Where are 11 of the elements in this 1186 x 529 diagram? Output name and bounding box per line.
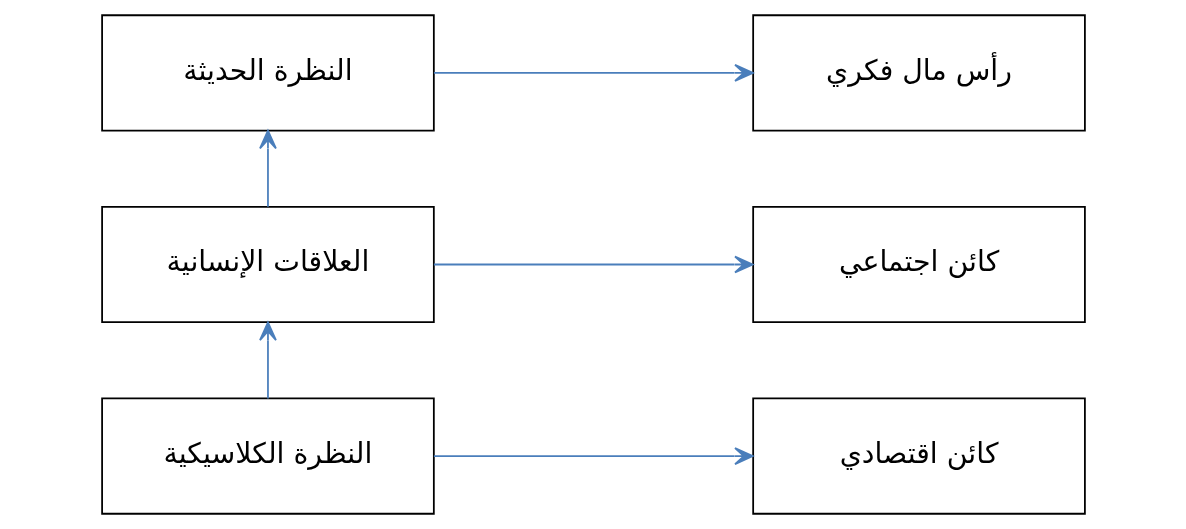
node-box: النظرة الكلاسيكية (100, 397, 435, 515)
arrow (258, 321, 277, 400)
node-box: كائن اجتماعي (751, 205, 1086, 324)
node-box: كائن اقتصادي (751, 397, 1086, 515)
arrow (432, 447, 754, 465)
node-box: النظرة الحديثة (100, 14, 435, 132)
node-box: رأس مال فكري (751, 14, 1086, 132)
arrow (432, 255, 754, 274)
node-box: العلاقات الإنسانية (100, 205, 435, 324)
arrow (432, 64, 754, 82)
arrow (258, 129, 277, 208)
